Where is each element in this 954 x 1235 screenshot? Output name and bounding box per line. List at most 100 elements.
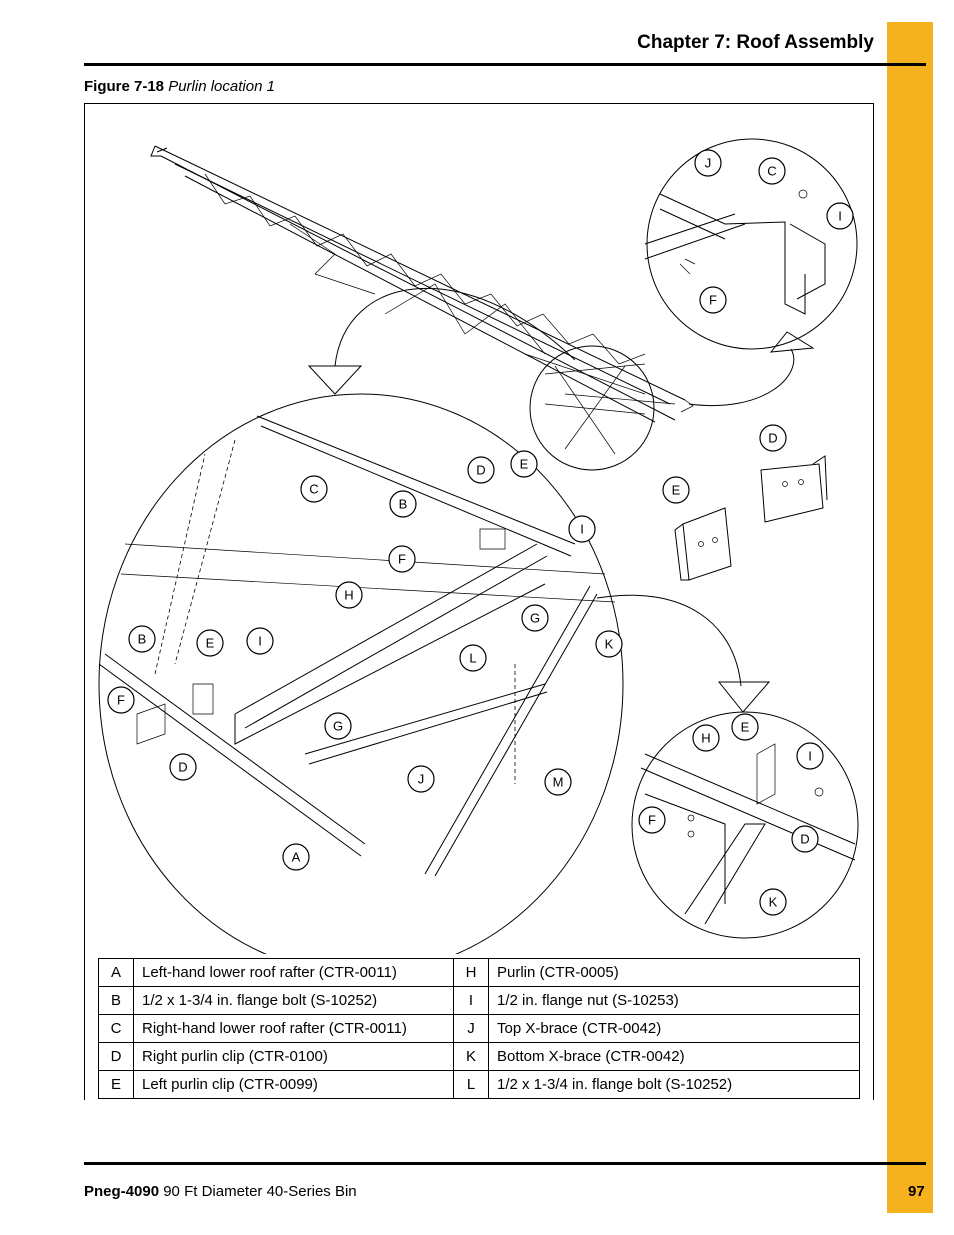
callout-d: D [791, 825, 819, 853]
callout-m: M [544, 768, 572, 796]
svg-text:E: E [672, 483, 681, 498]
figure-number: Figure 7-18 [84, 78, 165, 95]
svg-text:B: B [138, 632, 147, 647]
callout-i: I [796, 742, 824, 770]
part-letter: K [453, 1042, 489, 1071]
callout-a: A [282, 843, 310, 871]
table-row: C Right-hand lower roof rafter (CTR-0011… [98, 1014, 860, 1043]
header-rule [84, 63, 926, 66]
bottom-right-detail [631, 711, 859, 939]
callout-d: D [467, 456, 495, 484]
callout-f: F [388, 545, 416, 573]
part-description: Top X-brace (CTR-0042) [488, 1014, 860, 1043]
callout-e: E [196, 629, 224, 657]
part-letter: C [98, 1014, 134, 1043]
part-description: Bottom X-brace (CTR-0042) [488, 1042, 860, 1071]
truss-zoom-circle [529, 345, 655, 471]
svg-text:B: B [399, 497, 408, 512]
purlin-assembly-diagram: J C I F C D E B I F H G K L B E I F G J … [98, 138, 859, 954]
part-letter: A [98, 958, 134, 987]
document-id: Pneg-4090 [84, 1183, 160, 1200]
svg-text:E: E [206, 636, 215, 651]
part-letter: B [98, 986, 134, 1015]
callout-labels-top-detail: J C I F [694, 149, 854, 314]
footer-rule [84, 1162, 926, 1165]
part-letter: I [453, 986, 489, 1015]
callout-c: C [758, 157, 786, 185]
callout-f: F [107, 686, 135, 714]
part-description: Left purlin clip (CTR-0099) [133, 1070, 454, 1099]
callout-d: D [759, 424, 787, 452]
svg-text:C: C [309, 482, 318, 497]
part-description: Right purlin clip (CTR-0100) [133, 1042, 454, 1071]
footer-document-info: Pneg-4090 90 Ft Diameter 40-Series Bin [84, 1183, 357, 1200]
part-description: 1/2 in. flange nut (S-10253) [488, 986, 860, 1015]
svg-text:G: G [530, 611, 540, 626]
svg-text:K: K [769, 895, 778, 910]
chapter-title: Chapter 7: Roof Assembly [637, 32, 874, 53]
part-description: 1/2 x 1-3/4 in. flange bolt (S-10252) [488, 1070, 860, 1099]
svg-text:I: I [580, 522, 584, 537]
loose-purlin-clips [674, 455, 828, 581]
part-description: Left-hand lower roof rafter (CTR-0011) [133, 958, 454, 987]
arrow-to-main-detail [334, 288, 576, 367]
callout-e: E [731, 713, 759, 741]
svg-text:F: F [117, 693, 125, 708]
callout-k: K [595, 630, 623, 658]
table-row: E Left purlin clip (CTR-0099) L 1/2 x 1-… [98, 1070, 860, 1099]
svg-text:E: E [741, 720, 750, 735]
parts-table: A Left-hand lower roof rafter (CTR-0011)… [98, 958, 860, 1099]
svg-text:I: I [258, 634, 262, 649]
callout-j: J [407, 765, 435, 793]
callout-labels-main-detail: C D E B I F H G K L B E I F G J M D A [107, 450, 623, 871]
main-detail [98, 393, 624, 954]
page-number: 97 [908, 1183, 925, 1200]
svg-text:F: F [648, 813, 656, 828]
callout-d: D [169, 753, 197, 781]
callout-i: I [246, 627, 274, 655]
svg-text:H: H [701, 731, 710, 746]
svg-text:G: G [333, 719, 343, 734]
svg-text:I: I [808, 749, 812, 764]
svg-text:C: C [767, 164, 776, 179]
figure-caption: Figure 7-18 Purlin location 1 [84, 78, 275, 95]
callout-e: E [510, 450, 538, 478]
arrow-to-top-detail [688, 348, 795, 406]
callout-labels-loose-parts: D E [662, 424, 787, 504]
svg-text:F: F [398, 552, 406, 567]
part-letter: H [453, 958, 489, 987]
callout-f: F [699, 286, 727, 314]
callout-b: B [389, 490, 417, 518]
table-row: A Left-hand lower roof rafter (CTR-0011)… [98, 958, 860, 987]
chapter-side-tab [887, 22, 933, 1213]
callout-b: B [128, 625, 156, 653]
callout-i: I [826, 202, 854, 230]
svg-text:D: D [476, 463, 485, 478]
callout-l: L [459, 644, 487, 672]
svg-text:I: I [838, 209, 842, 224]
part-letter: E [98, 1070, 134, 1099]
part-description: 1/2 x 1-3/4 in. flange bolt (S-10252) [133, 986, 454, 1015]
part-description: Purlin (CTR-0005) [488, 958, 860, 987]
svg-text:D: D [768, 431, 777, 446]
truss-zoom-detail [544, 365, 646, 455]
document-title: 90 Ft Diameter 40-Series Bin [163, 1183, 357, 1200]
svg-text:L: L [469, 651, 476, 666]
figure-title: Purlin location 1 [168, 78, 275, 95]
svg-text:M: M [553, 775, 564, 790]
svg-text:E: E [520, 457, 529, 472]
svg-text:J: J [418, 772, 425, 787]
top-right-detail [644, 138, 858, 350]
svg-text:F: F [709, 293, 717, 308]
svg-text:A: A [292, 850, 301, 865]
part-letter: D [98, 1042, 134, 1071]
svg-text:D: D [178, 760, 187, 775]
callout-g: G [324, 712, 352, 740]
callout-g: G [521, 604, 549, 632]
callout-h: H [335, 581, 363, 609]
svg-text:H: H [344, 588, 353, 603]
table-row: B 1/2 x 1-3/4 in. flange bolt (S-10252) … [98, 986, 860, 1015]
callout-e: E [662, 476, 690, 504]
callout-j: J [694, 149, 722, 177]
callout-h: H [692, 724, 720, 752]
